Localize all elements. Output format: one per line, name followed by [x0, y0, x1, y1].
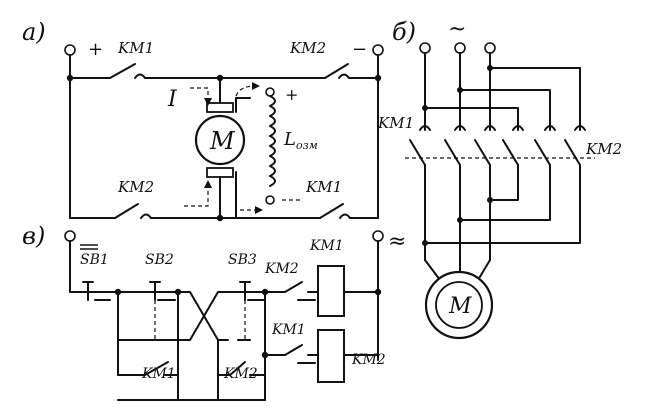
- km1-coil-label: KM1: [309, 238, 344, 254]
- sb1-stop-button: SB1: [80, 244, 113, 301]
- minus-sign: −: [352, 39, 367, 60]
- km1-interlock-label: KM1: [271, 322, 306, 338]
- ac-symbol-v: ≈: [388, 229, 406, 254]
- motor-label: M: [209, 127, 236, 155]
- ac-symbol-b: ~: [448, 17, 466, 42]
- km1-bottom-label: KM1: [305, 178, 342, 196]
- km2-bottom-contact: KM2: [69, 178, 237, 219]
- km2-holding-label: KM2: [223, 366, 258, 382]
- minus-terminal: [372, 44, 384, 56]
- panel-v-control-circuit: в) ≈ SB1 SB2: [22, 222, 406, 401]
- km1-coil: KM1: [309, 238, 379, 317]
- excitation-winding: + Lозм: [235, 82, 318, 219]
- km1-interlock-contact: KM1: [264, 322, 319, 364]
- km2-interlock-label: KM2: [264, 261, 299, 277]
- coil-label: Lозм: [283, 129, 318, 152]
- km1-top-label: KM1: [117, 39, 154, 57]
- sb2-label: SB2: [145, 252, 174, 268]
- km2-top-contact: KM2: [227, 39, 379, 79]
- km2-bottom-label: KM2: [117, 178, 154, 196]
- km1-bottom-contact: KM1: [235, 178, 379, 219]
- current-label: I: [167, 87, 178, 112]
- dc-motor-armature: M: [194, 77, 246, 219]
- plus-sign: +: [88, 39, 103, 60]
- km1-top-contact: KM1: [69, 39, 229, 79]
- sb2-start-button: SB2: [145, 252, 176, 341]
- km1-holding-contact: KM1: [117, 291, 179, 401]
- ac-motor-label: M: [448, 294, 472, 319]
- km1-contactor-label: KM1: [377, 114, 414, 132]
- sb1-label: SB1: [80, 252, 109, 268]
- sb3-start-button: SB3: [228, 252, 266, 341]
- ac-motor: M: [424, 270, 494, 340]
- km2-interlock-contact: KM2: [264, 261, 319, 301]
- panel-a-label: а): [22, 18, 46, 46]
- km2-holding-contact: KM2: [217, 291, 266, 401]
- sb3-label: SB3: [228, 252, 257, 268]
- panel-b-label: б): [392, 18, 416, 46]
- plus-terminal: [64, 44, 76, 56]
- km1-holding-label: KM1: [141, 366, 176, 382]
- km2-coil: KM2: [317, 329, 386, 383]
- km2-contactor-label: KM2: [585, 140, 622, 158]
- km2-top-label: KM2: [289, 39, 326, 57]
- motor-circle: [194, 114, 246, 166]
- panel-b-ac-reversing-circuit: б) ~ KM1 KM2: [377, 17, 622, 340]
- panel-a-dc-reversing-circuit: а) + − KM1 KM2: [22, 18, 384, 222]
- coil-plus-sign: +: [285, 85, 298, 104]
- panel-v-label: в): [22, 222, 45, 250]
